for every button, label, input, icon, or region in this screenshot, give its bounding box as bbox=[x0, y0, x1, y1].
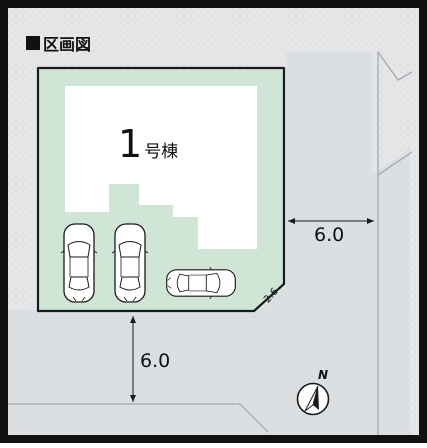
north-label: N bbox=[318, 368, 329, 382]
south-road-edge bbox=[8, 403, 269, 433]
east-road-width-dimension bbox=[288, 218, 374, 224]
northeast-edge bbox=[377, 51, 413, 81]
car-icon bbox=[166, 266, 236, 300]
east-road-width-label: 6.0 bbox=[314, 224, 345, 246]
square-bullet-icon bbox=[26, 36, 40, 50]
building-suffix: 号棟 bbox=[144, 142, 179, 162]
plan-title: 区画図 bbox=[26, 31, 91, 55]
building-label: 1 号棟 bbox=[118, 122, 178, 166]
plan-title-text: 区画図 bbox=[43, 35, 92, 54]
car-icon bbox=[111, 223, 149, 303]
car-icon bbox=[60, 223, 98, 303]
south-road-width-dimension bbox=[130, 316, 136, 402]
east-bend-edge bbox=[377, 151, 413, 176]
north-arrow-icon bbox=[296, 382, 330, 416]
road-texture bbox=[8, 52, 410, 435]
south-road-width-label: 6.0 bbox=[140, 350, 171, 372]
building-number: 1 bbox=[118, 122, 143, 166]
building-footprint bbox=[65, 86, 257, 249]
